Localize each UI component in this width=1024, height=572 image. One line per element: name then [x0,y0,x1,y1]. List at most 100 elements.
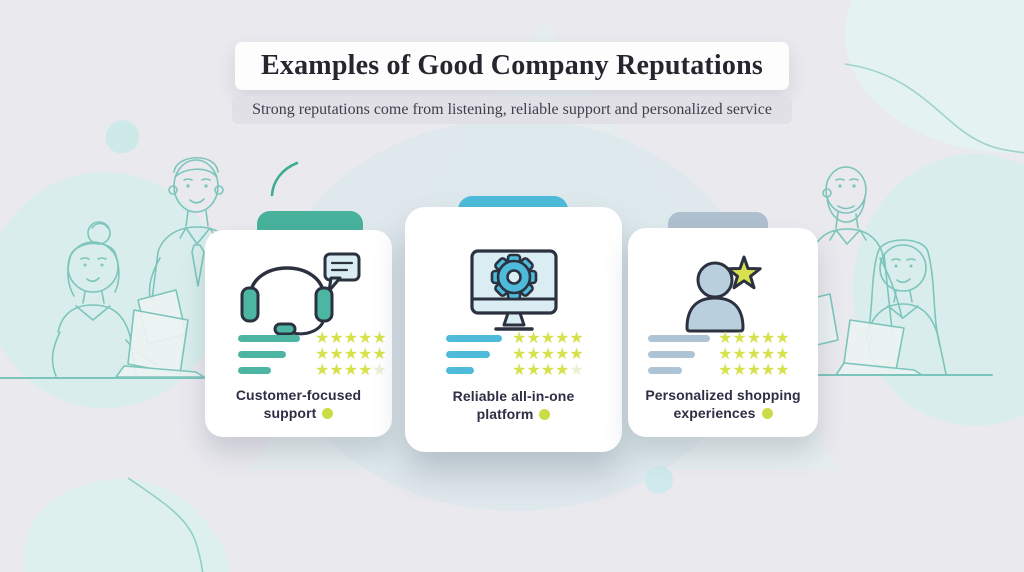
review-bar [648,335,710,342]
header: Examples of Good Company Reputations Str… [0,0,1024,124]
star-icon: ★ [512,330,527,347]
review-bars [238,335,300,383]
review-bar [238,367,271,374]
review-bar [238,351,286,358]
star-icon: ★ [540,330,556,347]
star-rating-row: ★★★★★ [315,330,387,347]
card-personalized-shopping: ★★★★★★★★★★★★★★★ Personalized shopping ex… [628,228,818,437]
star-icon: ★ [526,362,541,379]
star-icon: ★ [746,346,762,363]
star-icon: ★ [761,330,776,347]
star-icon: ★ [746,330,762,347]
star-icon: ★ [761,362,776,379]
star-icon: ★ [569,362,584,379]
review-bar [238,335,300,342]
star-icon: ★ [540,346,556,363]
page-title: Examples of Good Company Reputations [261,50,763,81]
star-rating-row: ★★★★★ [718,330,790,347]
star-icon: ★ [329,362,344,379]
card-label: Reliable all-in-one platform [405,387,622,424]
star-icon: ★ [315,330,330,347]
review-bar [446,367,474,374]
monitor-gear-icon [469,249,558,331]
card-label: Personalized shopping experiences [628,386,818,423]
review-block: ★★★★★★★★★★★★★★★ [446,331,584,383]
star-icon: ★ [358,346,373,363]
right-illustration-woman [811,239,993,376]
star-rating-row: ★★★★★ [718,346,790,363]
star-ratings: ★★★★★★★★★★★★★★★ [718,331,790,379]
star-rating-row: ★★★★★ [315,362,387,379]
star-icon: ★ [746,362,762,379]
left-people-blob [0,172,223,408]
star-rating-row: ★★★★★ [315,346,387,363]
title-pill: Examples of Good Company Reputations [235,42,789,90]
card-label-text: Reliable all-in-one platform [452,388,575,423]
card-label-text: Personalized shopping experiences [645,387,801,422]
star-rating-row: ★★★★★ [718,362,790,379]
star-icon: ★ [358,330,373,347]
review-bar [446,335,502,342]
star-ratings: ★★★★★★★★★★★★★★★ [512,331,584,379]
star-icon: ★ [372,330,387,347]
star-icon: ★ [732,330,747,347]
star-icon: ★ [718,362,733,379]
review-bar [446,351,490,358]
star-ratings: ★★★★★★★★★★★★★★★ [315,331,387,379]
card-icon-area [205,246,392,336]
star-icon: ★ [732,346,747,363]
star-icon: ★ [315,346,330,363]
small-blob-top-left [105,120,140,154]
star-icon: ★ [555,362,570,379]
star-icon: ★ [540,362,556,379]
star-icon: ★ [512,346,527,363]
review-block: ★★★★★★★★★★★★★★★ [648,331,790,383]
star-icon: ★ [569,330,584,347]
star-icon: ★ [372,362,387,379]
bullet-dot [761,408,773,420]
page-subtitle: Strong reputations come from listening, … [232,96,792,124]
star-icon: ★ [358,362,373,379]
review-bars [446,335,502,383]
star-icon: ★ [343,362,359,379]
star-icon: ★ [526,330,541,347]
bottom-left-curve [127,477,204,572]
card-customer-focused-support: ★★★★★★★★★★★★★★★ Customer-focused support [205,230,392,437]
star-icon: ★ [718,346,733,363]
person-star-icon [685,255,762,333]
right-people-blob [853,154,1024,426]
star-icon: ★ [732,362,747,379]
review-bar [648,367,682,374]
star-icon: ★ [775,346,790,363]
star-rating-row: ★★★★★ [512,362,584,379]
star-icon: ★ [555,330,570,347]
bottom-left-blob [24,479,231,572]
card-label-text: Customer-focused support [235,387,362,422]
star-icon: ★ [512,362,527,379]
star-icon: ★ [315,362,330,379]
review-bar [648,351,695,358]
bullet-dot [322,408,334,420]
star-icon: ★ [343,346,359,363]
star-rating-row: ★★★★★ [512,330,584,347]
star-icon: ★ [775,362,790,379]
card-icon-area [405,247,622,335]
review-bars [648,335,710,383]
green-arc [270,161,299,197]
star-rating-row: ★★★★★ [512,346,584,363]
headset-chat-icon [240,252,360,336]
review-block: ★★★★★★★★★★★★★★★ [238,331,387,383]
star-icon: ★ [329,346,344,363]
gear-icon [490,253,537,301]
star-icon: ★ [329,330,344,347]
star-icon: ★ [526,346,541,363]
bullet-dot [539,409,551,421]
star-icon: ★ [555,346,570,363]
star-icon: ★ [775,330,790,347]
card-label: Customer-focused support [205,386,392,423]
star-icon: ★ [569,346,584,363]
small-blob-center [644,465,674,494]
star-icon: ★ [372,346,387,363]
card-icon-area [628,254,818,334]
